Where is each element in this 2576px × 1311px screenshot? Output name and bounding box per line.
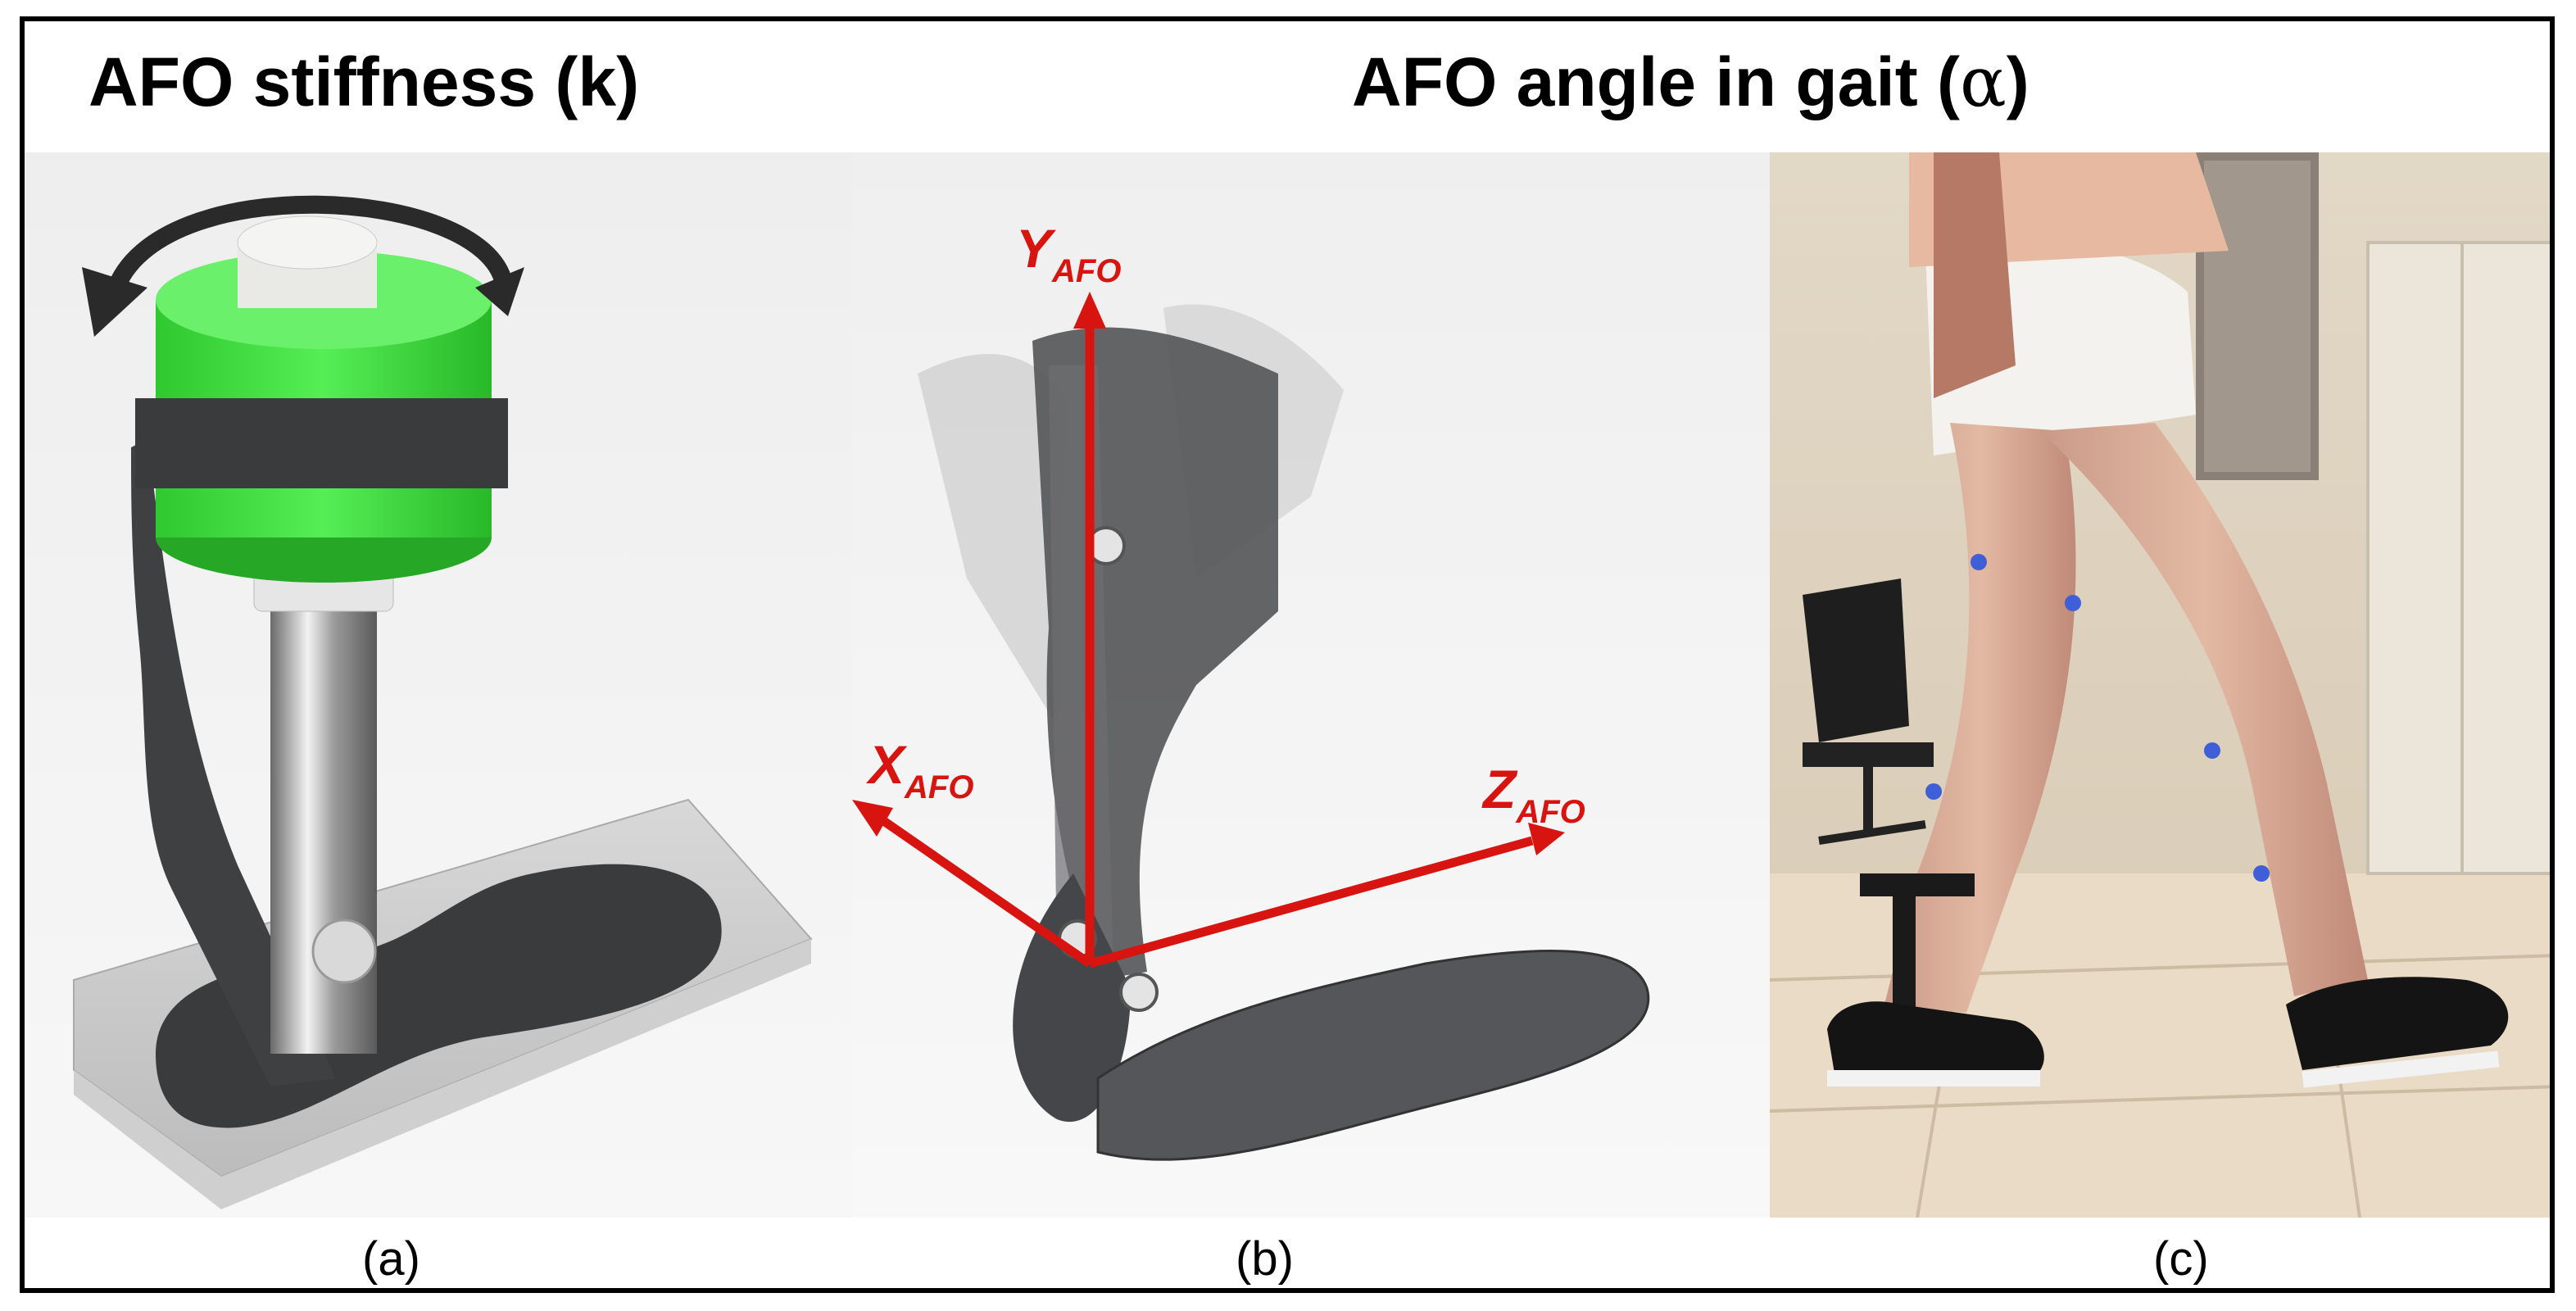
cabinet xyxy=(2366,241,2550,875)
z-axis-arrow xyxy=(1088,836,1534,969)
right-shoe xyxy=(2286,977,2509,1070)
worn-afo-strap xyxy=(1860,873,1975,896)
z-axis-label: ZAFO xyxy=(1481,759,1585,830)
alpha-symbol: α xyxy=(1960,42,2007,122)
x-axis-arrow xyxy=(873,812,1093,968)
afo-footplate xyxy=(1096,950,1650,1161)
caption-a: (a) xyxy=(362,1232,420,1286)
rotation-arrow xyxy=(106,195,513,295)
clamping-strap xyxy=(135,398,508,488)
back-leg xyxy=(1884,423,2076,1013)
caption-b: (b) xyxy=(1236,1232,1294,1286)
office-chair xyxy=(1803,578,1909,742)
stiffness-rig-illustration xyxy=(25,152,852,1218)
heading-angle-close: ) xyxy=(2006,43,2030,120)
heading-angle-text: AFO angle in gait ( xyxy=(1352,43,1961,120)
heading-afo-angle: AFO angle in gait (α) xyxy=(1352,48,2030,116)
panel-a-stiffness-rig xyxy=(25,152,852,1218)
steel-rod xyxy=(270,595,377,1054)
orthosis-strut xyxy=(131,439,336,1086)
caption-c: (c) xyxy=(2153,1232,2209,1286)
front-leg xyxy=(2040,423,2368,996)
figure-frame: AFO stiffness (k) AFO angle in gait (α) xyxy=(20,16,2555,1293)
heading-afo-stiffness: AFO stiffness (k) xyxy=(88,43,640,120)
afo-reference-frame-illustration: YAFO XAFO ZAFO xyxy=(852,152,1770,1218)
panel-b-afo-axes: YAFO XAFO ZAFO xyxy=(852,152,1770,1218)
y-axis-label: YAFO xyxy=(1016,218,1121,289)
x-axis-label: XAFO xyxy=(865,734,973,805)
panel-c-gait-photo xyxy=(1770,152,2550,1218)
left-shoe xyxy=(1827,1001,2044,1078)
walking-subject-photo xyxy=(1770,152,2550,1218)
